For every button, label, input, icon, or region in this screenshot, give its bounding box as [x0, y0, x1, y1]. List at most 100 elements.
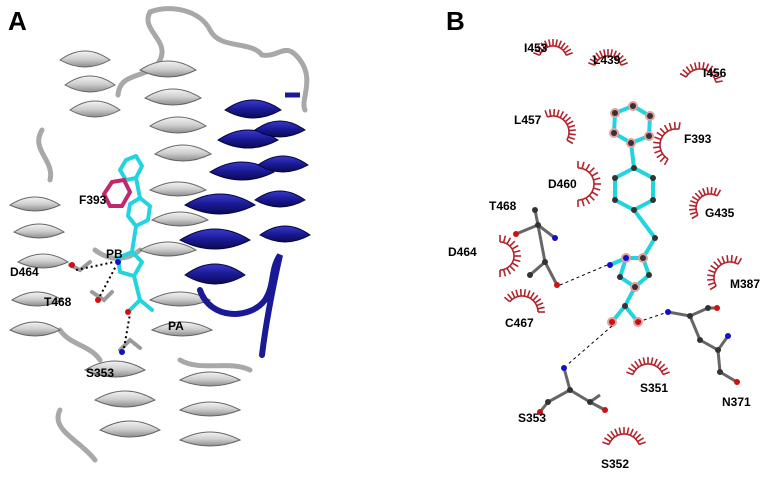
blue-loop: [197, 253, 283, 358]
hydrophobic-spike: [559, 111, 565, 119]
label-i453: I453: [524, 41, 548, 55]
label-g435: G435: [705, 206, 735, 220]
hydrophobic-spike: [656, 131, 664, 137]
hydrophobic-spike: [626, 371, 634, 376]
hydrophobic-spike: [713, 187, 718, 195]
hydrophobic-spike: [544, 110, 549, 118]
hydrophobic-arc: [578, 167, 595, 201]
hydrophobic-spike: [606, 433, 613, 440]
hydrophobic-arc: [509, 295, 539, 312]
hydrophobic-spike: [536, 302, 544, 307]
hydrophobic-spike: [526, 290, 531, 298]
hydrophobic-spike: [591, 191, 599, 197]
hydrophobic-spike: [585, 163, 591, 171]
hydrophobic-spike: [593, 187, 601, 191]
label-s352: S352: [601, 457, 629, 471]
label-i456: I456: [703, 66, 727, 80]
hydrophobic-spike: [707, 282, 715, 286]
label-d464-a: D464: [10, 265, 39, 279]
grey-helix-5: [83, 360, 242, 447]
label-m387: M387: [730, 277, 760, 291]
grey-helix-4: [138, 181, 214, 337]
hydrophobic-spike: [619, 58, 627, 64]
hydrophobic-spike: [632, 430, 638, 438]
grey-loops: [36, 6, 310, 463]
hydrophobic-spike: [705, 63, 710, 71]
hydrophobic-spike: [592, 55, 599, 61]
hydrophobic-spike: [568, 133, 576, 136]
hydrophobic-spike: [661, 367, 669, 373]
hydrophobic-spike: [562, 113, 568, 120]
hydrophobic-spike: [588, 167, 595, 174]
hydrophobic-spike: [564, 48, 572, 54]
panel-b-letter: B: [446, 6, 465, 36]
ligand-atoms-b: [607, 101, 658, 327]
label-n371: N371: [722, 395, 751, 409]
hydrophobic-spike: [603, 437, 611, 443]
label-pa: PA: [168, 319, 184, 333]
hydrophobic-spike: [612, 50, 618, 58]
hydrophobic-spike: [716, 258, 723, 265]
hydrophobic-spike: [650, 357, 654, 365]
hydrophobic-spike: [543, 40, 549, 48]
hydrophobic-spike: [653, 141, 661, 144]
hydrophobic-spike: [678, 122, 681, 130]
hbonds-b: [559, 264, 666, 366]
hydrophobic-spike: [693, 62, 698, 70]
hydrophobic-spike: [730, 255, 733, 263]
hydrophobic-spike: [689, 204, 697, 207]
panel-a-letter: A: [8, 6, 27, 36]
hydrophobic-spike: [509, 240, 516, 247]
label-s351: S351: [640, 381, 668, 395]
hydrophobic-spike: [702, 188, 706, 196]
hydrophobic-spike: [694, 192, 701, 199]
hydrophobic-spike: [581, 199, 585, 207]
label-l457: L457: [514, 113, 542, 127]
hydrophobic-spike: [503, 296, 511, 303]
hydrophobic-spike: [627, 367, 635, 373]
residue-o-atom: [95, 297, 101, 303]
label-pb: PB: [106, 247, 123, 261]
hydrophobic-spike: [510, 291, 516, 299]
hydrophobic-spike: [585, 197, 591, 205]
hydrophobic-spike: [635, 433, 642, 440]
hydrophobic-spike: [509, 265, 516, 272]
hydrophobic-spike: [617, 55, 624, 61]
hydrophobic-spike: [726, 255, 729, 263]
hydrophobic-spike: [511, 244, 519, 250]
hydrophobic-spike: [598, 50, 604, 58]
hydrophobic-spike: [567, 136, 576, 140]
hydrophobic-spike: [710, 264, 717, 271]
hydrophobic-spike: [713, 261, 720, 268]
hydrophobic-spike: [737, 257, 743, 265]
hydrophobic-spike: [629, 428, 634, 436]
hydrophobic-spike: [581, 161, 585, 169]
hydrophobic-spike: [721, 256, 726, 264]
hydrophobic-spike: [712, 71, 720, 77]
hydrophobic-spike: [507, 293, 513, 300]
hydrophobic-spike: [555, 39, 558, 47]
hydrophobic-spike: [691, 196, 699, 202]
label-d460: D460: [548, 177, 577, 191]
hydrophobic-spike: [630, 363, 637, 370]
hydrophobic-spike: [707, 274, 715, 277]
label-t468-a: T468: [44, 295, 72, 309]
label-f393-a: F393: [79, 193, 107, 207]
hydrophobic-spike: [513, 249, 521, 254]
hydrophobic-spike: [548, 109, 552, 117]
hydrophobic-spike: [663, 124, 669, 132]
blue-helix-1: [178, 99, 282, 285]
hydrophobic-arcs: [499, 39, 743, 446]
hydrophobic-spike: [689, 211, 697, 216]
hydrophobic-spike: [707, 278, 715, 281]
hydrophobic-spike: [620, 62, 628, 66]
hydrophobic-spike: [653, 146, 661, 149]
panel-a-structure: F393 PB D464 T468 PA S353: [8, 6, 311, 463]
ligand-magenta-ring: [101, 177, 133, 208]
hydrophobic-spike: [614, 428, 619, 436]
hydrophobic-spike: [610, 49, 613, 57]
hydrophobic-spike: [534, 48, 542, 54]
hydrophobic-spike: [502, 269, 507, 277]
hydrophobic-spike: [626, 427, 630, 435]
hydrophobic-spike: [534, 298, 542, 304]
